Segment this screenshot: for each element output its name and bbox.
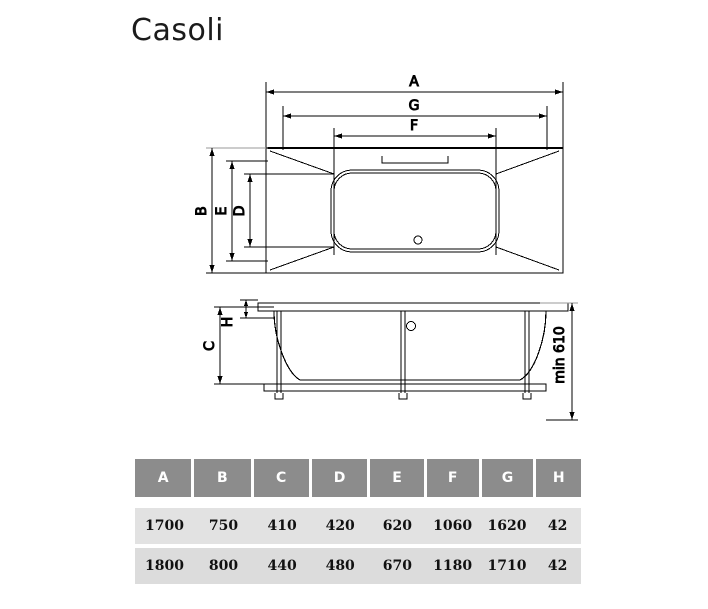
table-cell: 1620	[487, 518, 527, 534]
table-cell: 420	[325, 518, 355, 534]
overflow-hole-icon	[406, 321, 416, 331]
arrow-H-top	[243, 300, 249, 306]
table-header-cell-h: H	[536, 459, 581, 497]
top-view-outer-rect	[265, 147, 564, 274]
dim-label-min-610: min 610	[552, 326, 568, 384]
arrow-F-right	[488, 133, 496, 139]
arrow-C-bottom	[217, 376, 223, 384]
table-cell: 42	[547, 558, 568, 574]
side-view-rim-slab	[257, 302, 569, 312]
table-cell: 750	[208, 518, 239, 534]
arrow-G-left	[283, 113, 291, 119]
table-cell: 1800	[145, 558, 184, 574]
arrow-D-top	[247, 174, 253, 182]
chamfer-bottom-right	[495, 246, 560, 271]
dim-label-D: D	[232, 206, 248, 217]
drain-hole-icon	[413, 235, 423, 245]
chamfer-top-left	[269, 150, 335, 175]
table-header-cell-c: C	[253, 459, 309, 497]
dim-label-F: F	[410, 118, 418, 134]
table-header-cell-b: B	[194, 459, 251, 497]
table-row: 1800 800 440 480 670 1180 1710 42	[135, 548, 581, 584]
table-header-row: A B C D E F G H	[135, 459, 581, 497]
dim-label-E: E	[214, 207, 230, 216]
dimensions-table: A B C D E F G H 1700 750 410 420 620 106…	[135, 459, 581, 588]
support-leg	[398, 311, 408, 400]
top-view-rim-notch	[381, 156, 449, 164]
arrow-C-top	[217, 307, 223, 315]
dim-label-B: B	[194, 206, 210, 216]
dim-label-A: A	[409, 74, 419, 90]
table-cell: 480	[325, 558, 355, 574]
drawing-svg: A G F B	[194, 74, 578, 421]
support-leg	[522, 311, 532, 400]
arrow-A-right	[555, 89, 563, 95]
arrow-min610-bottom	[569, 412, 575, 420]
arrow-B-bottom	[209, 265, 215, 273]
table-header-cell-a: A	[135, 459, 192, 497]
table-cell: 1180	[433, 558, 473, 574]
table-cell: 1700	[145, 518, 184, 534]
arrow-E-bottom	[229, 253, 235, 261]
technical-drawing: A G F B	[0, 50, 708, 440]
table-cell: 1710	[487, 558, 527, 574]
basin-outline-outer	[330, 169, 500, 253]
table-header-cell-f: F	[426, 459, 479, 497]
page-title: Casoli	[131, 13, 224, 48]
table-cell: 410	[267, 518, 297, 534]
table-cell: 42	[547, 518, 568, 534]
arrow-D-bottom	[247, 239, 253, 247]
table-header-cell-e: E	[370, 459, 424, 497]
table-cell: 670	[382, 558, 412, 574]
arrow-A-left	[266, 89, 274, 95]
table-cell: 620	[382, 518, 412, 534]
dim-label-H: H	[220, 317, 236, 328]
table-header-cell-g: G	[481, 459, 534, 497]
chamfer-top-right	[495, 150, 560, 175]
arrow-G-right	[539, 113, 547, 119]
arrow-B-top	[209, 148, 215, 156]
table-cell: 800	[208, 558, 239, 574]
support-rail	[263, 383, 547, 392]
arrow-min610-top	[569, 303, 575, 311]
dim-label-G: G	[409, 98, 420, 114]
arrow-H-bottom	[243, 312, 249, 318]
table-row: 1700 750 410 420 620 1060 1620 42	[135, 508, 581, 544]
dim-label-C: C	[202, 341, 218, 351]
arrow-E-top	[229, 161, 235, 169]
chamfer-bottom-left	[269, 246, 335, 271]
table-cell: 440	[267, 558, 297, 574]
support-leg	[274, 311, 284, 400]
table-header-cell-d: D	[311, 459, 368, 497]
arrow-F-left	[334, 133, 342, 139]
table-cell: 1060	[433, 518, 473, 534]
